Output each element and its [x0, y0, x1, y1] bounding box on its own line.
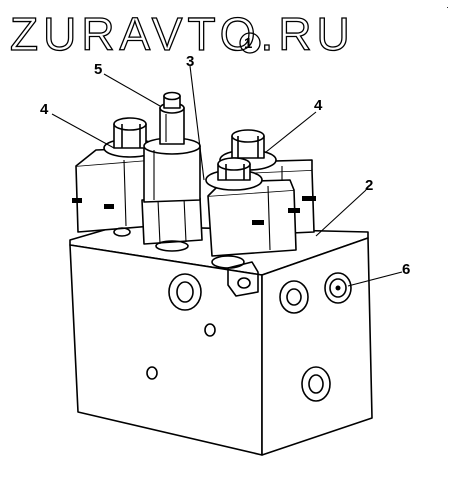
callout-1: 1	[244, 35, 252, 52]
corner-mark: ·	[446, 2, 449, 12]
relief-valve	[141, 91, 203, 252]
gauge-port	[324, 272, 352, 304]
callout-4-right: 4	[314, 97, 323, 114]
callout-5: 5	[94, 61, 102, 78]
callout-2: 2	[365, 177, 373, 194]
manifold-block	[69, 225, 373, 456]
callout-1-circle	[239, 32, 261, 54]
callout-4-left: 4	[40, 101, 49, 118]
leader-lines	[51, 65, 403, 287]
callout-3: 3	[186, 53, 194, 70]
solenoid-valve-centre	[205, 157, 300, 269]
watermark-text: ZURAVTO.RU	[10, 8, 355, 60]
solenoid-valve-left	[72, 117, 157, 237]
callout-6: 6	[402, 261, 410, 278]
